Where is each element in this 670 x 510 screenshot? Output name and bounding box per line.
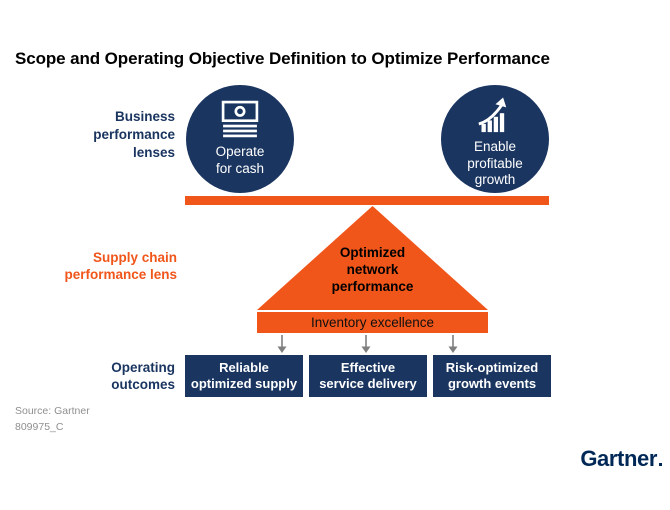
source-note: Source: Gartner 809975_C <box>15 403 90 435</box>
triangle-label: Optimized network performance <box>257 244 488 295</box>
outcome-box-effective-service-delivery: Effective service delivery <box>309 355 427 397</box>
label-line: Supply chain <box>92 250 177 265</box>
inventory-excellence-bar: Inventory excellence <box>257 312 488 333</box>
outcome-line: service delivery <box>319 376 417 391</box>
label-line: performance <box>93 127 175 142</box>
page-title: Scope and Operating Objective Definition… <box>15 49 550 68</box>
triangle-label-line: Optimized <box>339 245 406 260</box>
outcome-line: Effective <box>340 360 396 375</box>
growth-chart-arrow-icon <box>478 97 507 133</box>
down-arrow-icon <box>448 335 458 353</box>
gartner-logo: Gartner <box>580 446 662 472</box>
gartner-logo-text: Gartner <box>580 446 657 471</box>
triangle-shape <box>257 206 488 310</box>
outcome-line: Risk-optimized <box>445 360 539 375</box>
label-line: Business <box>114 109 175 124</box>
lens-label-line: Enable <box>473 139 517 154</box>
outcome-line: growth events <box>447 376 537 391</box>
outcome-line: Reliable <box>219 360 269 375</box>
cash-bills-icon <box>221 100 259 138</box>
lens-label-line: growth <box>474 172 516 187</box>
label-operating-outcomes: Operating outcomes <box>40 359 175 393</box>
balance-beam-bar <box>185 196 549 205</box>
outcome-line: optimized supply <box>190 376 298 391</box>
down-arrow-icon <box>277 335 287 353</box>
triangle-label-line: network <box>346 262 399 277</box>
label-line: Operating <box>111 360 175 375</box>
lens-label: Operate for cash <box>216 144 265 177</box>
label-supply-chain-performance-lens: Supply chain performance lens <box>40 249 177 283</box>
triangle-label-line: performance <box>331 279 414 294</box>
outcome-box-reliable-optimized-supply: Reliable optimized supply <box>185 355 303 397</box>
label-business-performance-lenses: Business performance lenses <box>40 108 175 162</box>
lens-label-line: Operate <box>215 144 265 159</box>
down-arrow-icon <box>361 335 371 353</box>
inventory-excellence-label: Inventory excellence <box>310 315 435 330</box>
lens-label: Enable profitable growth <box>467 139 523 189</box>
figure-id: 809975_C <box>15 421 64 433</box>
lens-circle-operate-for-cash: Operate for cash <box>186 85 294 193</box>
outcome-box-risk-optimized-growth-events: Risk-optimized growth events <box>433 355 551 397</box>
lens-label-line: profitable <box>467 155 523 171</box>
label-line: outcomes <box>111 377 175 392</box>
label-line: lenses <box>132 145 175 160</box>
label-line: performance lens <box>64 267 177 282</box>
trademark-dot <box>659 463 662 466</box>
lens-label-line: for cash <box>215 160 265 176</box>
lens-circle-enable-profitable-growth: Enable profitable growth <box>441 85 549 193</box>
source-line: Source: Gartner <box>15 405 90 417</box>
